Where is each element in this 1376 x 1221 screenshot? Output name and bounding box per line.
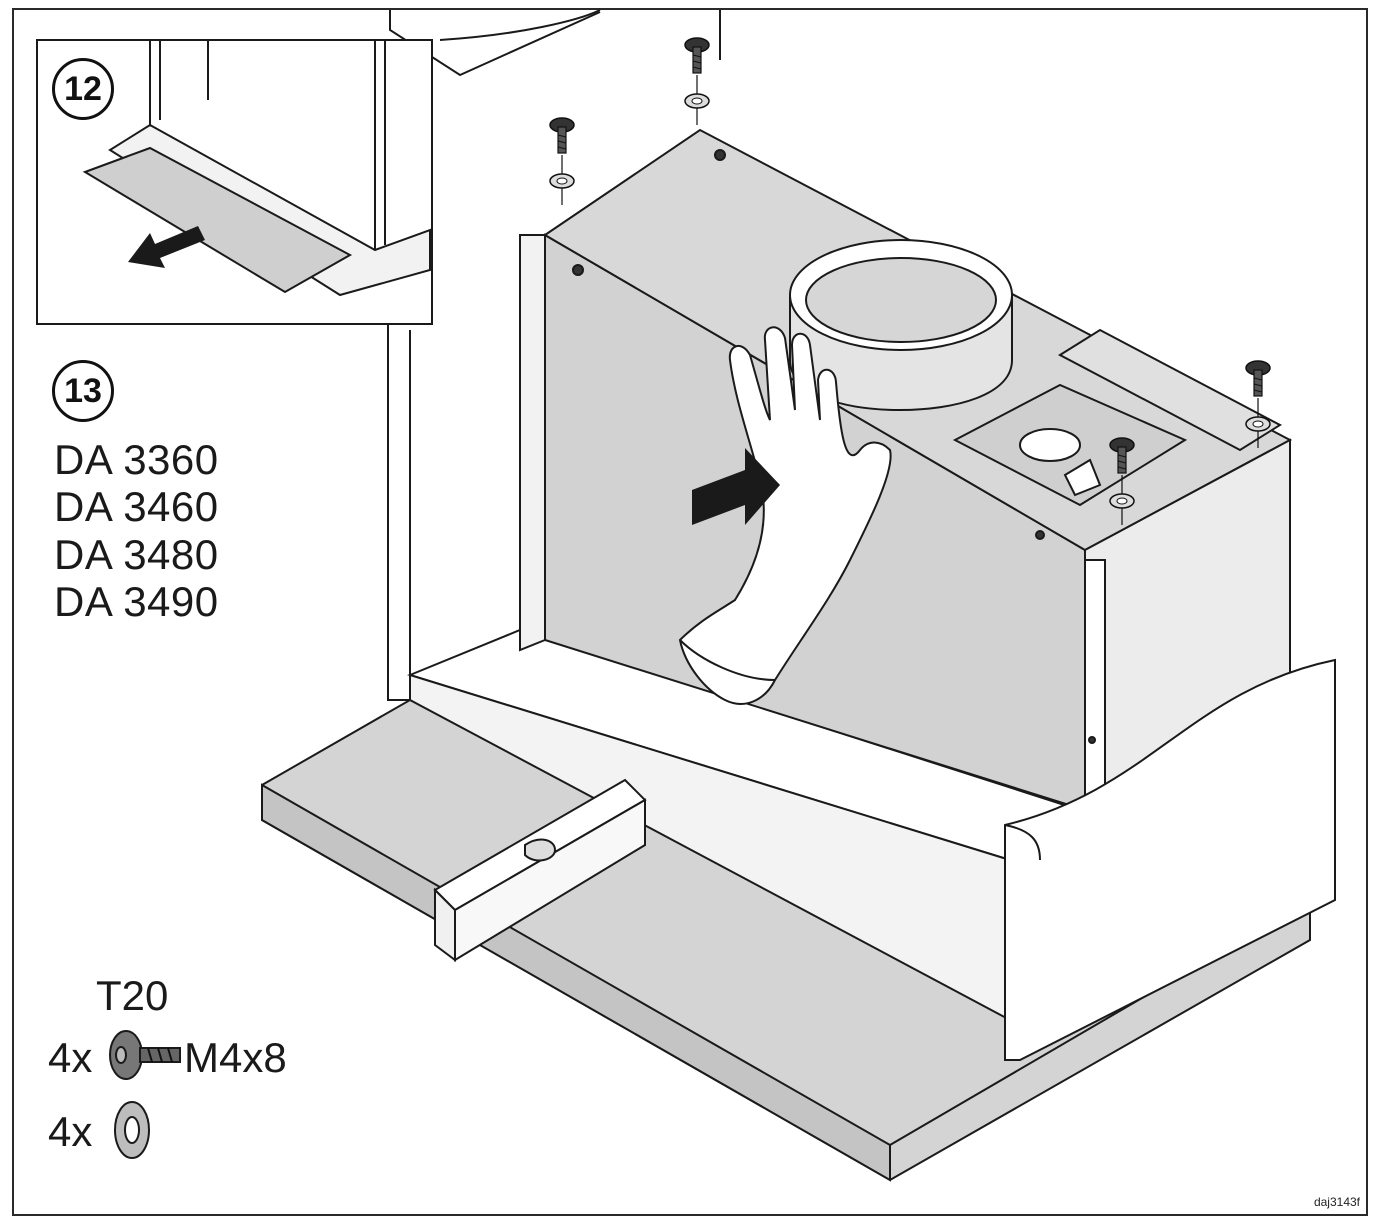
model-label: DA 3460 [54, 483, 219, 530]
step-12-badge: 12 [52, 58, 114, 120]
step-13-badge: 13 [52, 360, 114, 422]
model-label: DA 3480 [54, 531, 219, 578]
pull-arrow [128, 226, 205, 268]
cabinet-wall [387, 9, 721, 701]
screw-icon [109, 1030, 181, 1080]
exhaust-collar [789, 239, 1013, 412]
push-arrow [692, 448, 780, 525]
tool-label: T20 [96, 972, 169, 1019]
model-label: DA 3360 [54, 436, 219, 483]
diagram-frame [12, 8, 1368, 1216]
cabinet-bottom [261, 698, 1311, 1182]
model-label: DA 3490 [54, 578, 219, 625]
spirit-level [433, 778, 647, 962]
washer-icon [114, 1101, 150, 1159]
washer-quantity: 4x [48, 1108, 93, 1155]
motor-plate [952, 328, 1283, 507]
side-support [1004, 658, 1336, 1061]
drawing-code: daj3143f [1313, 1195, 1360, 1209]
front-rail [407, 628, 1083, 1022]
screw-size: M4x8 [184, 1034, 287, 1081]
screw-quantity: 4x [48, 1034, 93, 1081]
